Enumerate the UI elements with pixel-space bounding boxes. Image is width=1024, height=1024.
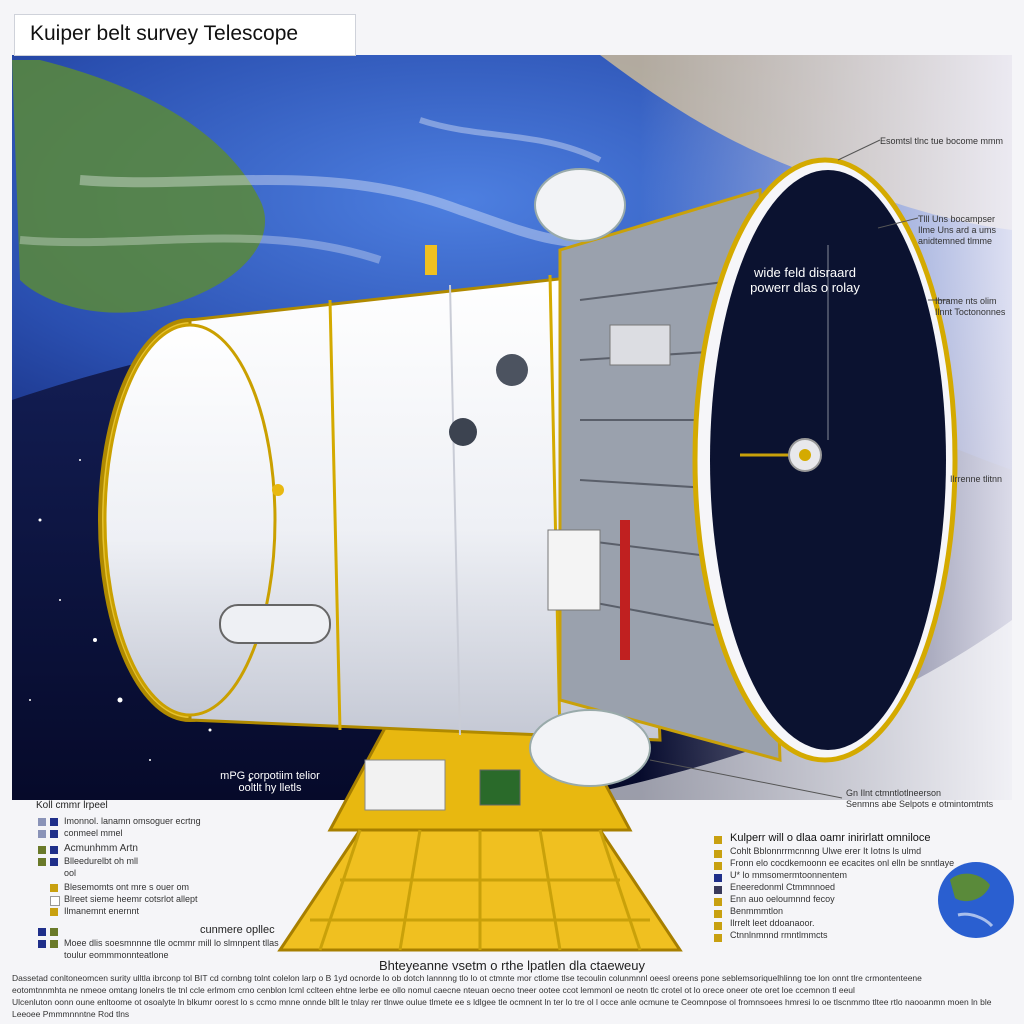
- callout-2: Tlll Uns bocampser Ilme Uns ard a ums an…: [918, 214, 996, 247]
- page-title: Kuiper belt survey Telescope: [30, 22, 299, 45]
- callout-4-text: Ilrrenne tlitnn: [950, 474, 1003, 484]
- legend-item: U* lo mmsomermtoonnentem: [730, 870, 848, 880]
- legend-item: Moee dlis soesmnnne tlle ocmmr mill lo s…: [64, 938, 279, 948]
- legend-item: Ilmanemnt enernnt: [64, 906, 140, 916]
- footer-line: Leeoee Pmmmnnntne Rod tlns: [12, 1009, 130, 1019]
- legend-item: Blesemomts ont mre s ouer om: [64, 882, 190, 892]
- legend-swatch: [714, 862, 722, 870]
- land-mass: [12, 60, 266, 313]
- legend-swatch: [50, 858, 58, 866]
- legend-item: Benmmmtlon: [730, 906, 784, 916]
- footer-line: eotomtnnmhta ne nmeoe omtang lonelrs tle…: [12, 985, 855, 995]
- telescope-body: [98, 268, 662, 742]
- legend-swatch: [714, 850, 722, 858]
- hull-label-line2: ooltlt hy lletls: [238, 782, 302, 794]
- hull-label: mPG corpotiim telior ooltlt hy lletls: [200, 770, 340, 794]
- legend-item: conmeel mmel: [64, 828, 123, 838]
- legend-swatch: [38, 940, 46, 948]
- figure-caption: Bhteyeanne vsetm o rthe lpatlen dla ctae…: [379, 958, 645, 973]
- stars: [29, 459, 252, 782]
- legend-item: Acmunhmm Artn: [64, 843, 138, 854]
- footer-line: Ulcenluton oonn oune enltoome ot osoalyt…: [12, 997, 992, 1007]
- legend-swatch: [714, 934, 722, 942]
- footer-line: Dassetad conltoneomcen surity ulltla ibr…: [12, 973, 922, 983]
- legend-swatch: [38, 858, 46, 866]
- aperture-label-line2: powerr dlas o rolay: [750, 280, 860, 295]
- legend-swatch: [714, 898, 722, 906]
- callout-3-line2: Ilnnt Toctononnes: [935, 307, 1006, 317]
- legend-swatch: [714, 886, 722, 894]
- callout-2-line3: anidtemned tlmme: [918, 236, 993, 246]
- callout-3-line1: Ibrame nts olim: [935, 296, 997, 306]
- callout-4: Ilrrenne tlitnn: [950, 474, 1002, 485]
- legend-item: Imonnol. lanamn omsoguer ecrtng: [64, 816, 201, 826]
- callout-5: Gn Ilnt ctmntlotlneerson Senmns abe Selp…: [846, 788, 993, 810]
- legend-item: Blreet sieme heemr cotsrlot allept: [64, 894, 198, 904]
- legend-item: Eneeredonml Ctmmnnoed: [730, 882, 836, 892]
- legend-swatch: [38, 818, 46, 826]
- legend-item: Enn auo oeloumnnd fecoy: [730, 894, 835, 904]
- equipment-box: [364, 759, 446, 811]
- legend-swatch: [50, 940, 58, 948]
- legend-item: Cohlt Bblonnrrmcnnng Ulwe erer It Iotns …: [730, 846, 922, 856]
- callout-5-line1: Gn Ilnt ctmntlotlneerson: [846, 788, 942, 798]
- primary-aperture: [692, 157, 958, 763]
- legend-swatch: [50, 884, 58, 892]
- legend-swatch: [38, 830, 46, 838]
- legend-swatch: [50, 818, 58, 826]
- legend-swatch: [714, 836, 722, 844]
- legend-swatch: [50, 846, 58, 854]
- title-panel: [14, 14, 356, 56]
- fuel-tank: [534, 168, 626, 242]
- legend-swatch: [714, 874, 722, 882]
- legend-item: Ilrrelt leet ddoanaoor.: [730, 918, 815, 928]
- aperture-label-line1: wide feld disraard: [754, 265, 856, 280]
- callout-2-line2: Ilme Uns ard a ums: [918, 225, 997, 235]
- callout-1: Esomtsl tlnc tue bocome mmm: [880, 136, 1003, 147]
- footer-text: Dassetad conltoneomcen surity ulltla ibr…: [12, 972, 1012, 1024]
- legend-swatch: [50, 830, 58, 838]
- legend-item: ool: [64, 868, 77, 878]
- globe-icon: [938, 862, 1014, 938]
- antenna-mast: [425, 245, 437, 275]
- legend-swatch: [714, 910, 722, 918]
- callout-2-line1: Tlll Uns bocampser: [918, 214, 996, 224]
- legend-item: Kulperr will o dlaa oamr inirirlatt omni…: [730, 832, 931, 844]
- callout-3: Ibrame nts olim Ilnnt Toctononnes: [935, 296, 1005, 318]
- callout-1-text: Esomtsl tlnc tue bocome mmm: [880, 136, 1004, 146]
- equipment-box: [479, 769, 521, 806]
- legend-swatch: [38, 846, 46, 854]
- legend-item: Ctnnlnmnnd rmntlmmcts: [730, 930, 828, 940]
- legend-swatch: [50, 896, 60, 906]
- legend-item: toulur eommmonnteatlone: [64, 950, 169, 960]
- legend-swatch: [714, 922, 722, 930]
- legend-swatch: [50, 908, 58, 916]
- aperture-label: wide feld disraard powerr dlas o rolay: [740, 265, 870, 295]
- callout-5-line2: Senmns abe Selpots e otmintomtmts: [846, 799, 994, 809]
- legend-swatch: [50, 928, 58, 936]
- legend-left-heading: Koll cmmr lrpeel: [36, 800, 108, 811]
- legend-item: Blleedurelbt oh mll: [64, 856, 139, 866]
- legend-left-subheading: cunmere opllec: [200, 924, 275, 936]
- legend-item: Fronn elo cocdkemoonn ee ecacites onl el…: [730, 858, 955, 868]
- hull-label-line1: mPG corpotiim telior: [220, 770, 320, 782]
- legend-swatch: [38, 928, 46, 936]
- fuel-tank: [529, 709, 651, 787]
